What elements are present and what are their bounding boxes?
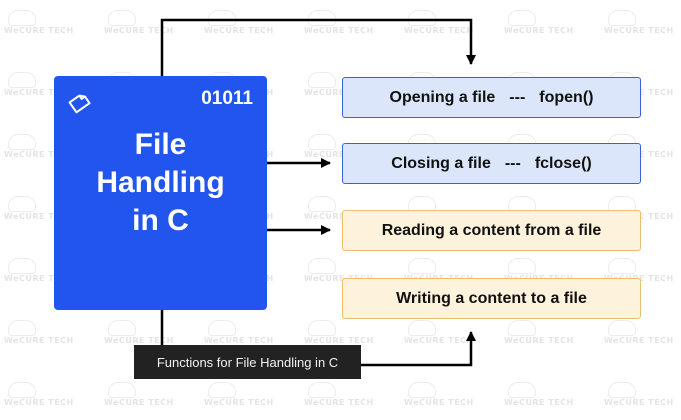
- opening-file-label: Opening a file: [389, 88, 496, 106]
- binary-code-label: 01011: [201, 88, 253, 109]
- opening-file-box: Opening a file --- fopen(): [342, 77, 641, 118]
- closing-file-function: fclose(): [534, 154, 592, 172]
- reading-file-box: Reading a content from a file: [342, 210, 641, 251]
- opening-file-separator: ---: [509, 88, 526, 106]
- main-title-line-3: in C: [132, 204, 189, 237]
- closing-file-separator: ---: [504, 154, 521, 172]
- main-title-line-1: File: [134, 128, 187, 161]
- main-title: File Handling in C: [54, 126, 267, 240]
- arrow-to-opening: [160, 18, 476, 76]
- writing-file-label: Writing a content to a file: [396, 289, 587, 307]
- writing-file-box: Writing a content to a file: [342, 278, 641, 319]
- main-title-line-2: Handling: [96, 166, 225, 199]
- image-caption: Functions for File Handling in C: [134, 345, 361, 379]
- file-icon: [66, 90, 92, 119]
- closing-file-box: Closing a file --- fclose(): [342, 143, 641, 184]
- file-handling-main-box: 01011 File Handling in C: [54, 76, 267, 310]
- closing-file-label: Closing a file: [391, 154, 491, 172]
- opening-file-function: fopen(): [539, 88, 594, 106]
- reading-file-label: Reading a content from a file: [381, 221, 602, 239]
